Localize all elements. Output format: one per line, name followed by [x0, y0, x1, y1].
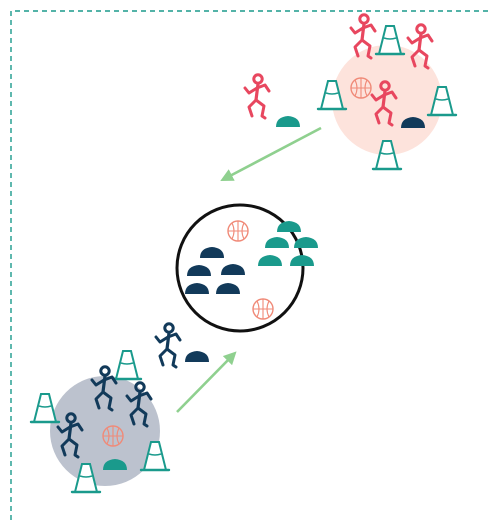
- running-player-icon: [154, 322, 182, 369]
- flat-marker-cone-icon: [185, 283, 209, 294]
- flat-marker-cone-icon: [187, 265, 211, 276]
- flat-marker-cone-icon: [200, 247, 224, 258]
- flat-marker-cone-icon: [276, 116, 300, 127]
- flat-marker-cone-icon: [294, 237, 318, 248]
- basketball-icon: [102, 425, 124, 447]
- basketball-icon: [252, 298, 274, 320]
- field-border: [10, 10, 490, 520]
- tall-training-cone-icon: [29, 392, 61, 424]
- center-circle: [175, 203, 305, 333]
- running-player-icon: [243, 73, 271, 120]
- flat-marker-cone-icon: [185, 351, 209, 362]
- flat-marker-cone-icon: [290, 255, 314, 266]
- flat-marker-cone-icon: [265, 237, 289, 248]
- direction-arrow-icon: [176, 351, 237, 413]
- basketball-icon: [350, 77, 372, 99]
- flat-marker-cone-icon: [216, 283, 240, 294]
- flat-marker-cone-icon: [258, 255, 282, 266]
- flat-marker-cone-icon: [277, 221, 301, 232]
- tall-training-cone-icon: [111, 349, 143, 381]
- flat-marker-cone-icon: [221, 264, 245, 275]
- direction-arrow-icon: [220, 126, 322, 182]
- tall-training-cone-icon: [374, 24, 406, 56]
- basketball-icon: [227, 220, 249, 242]
